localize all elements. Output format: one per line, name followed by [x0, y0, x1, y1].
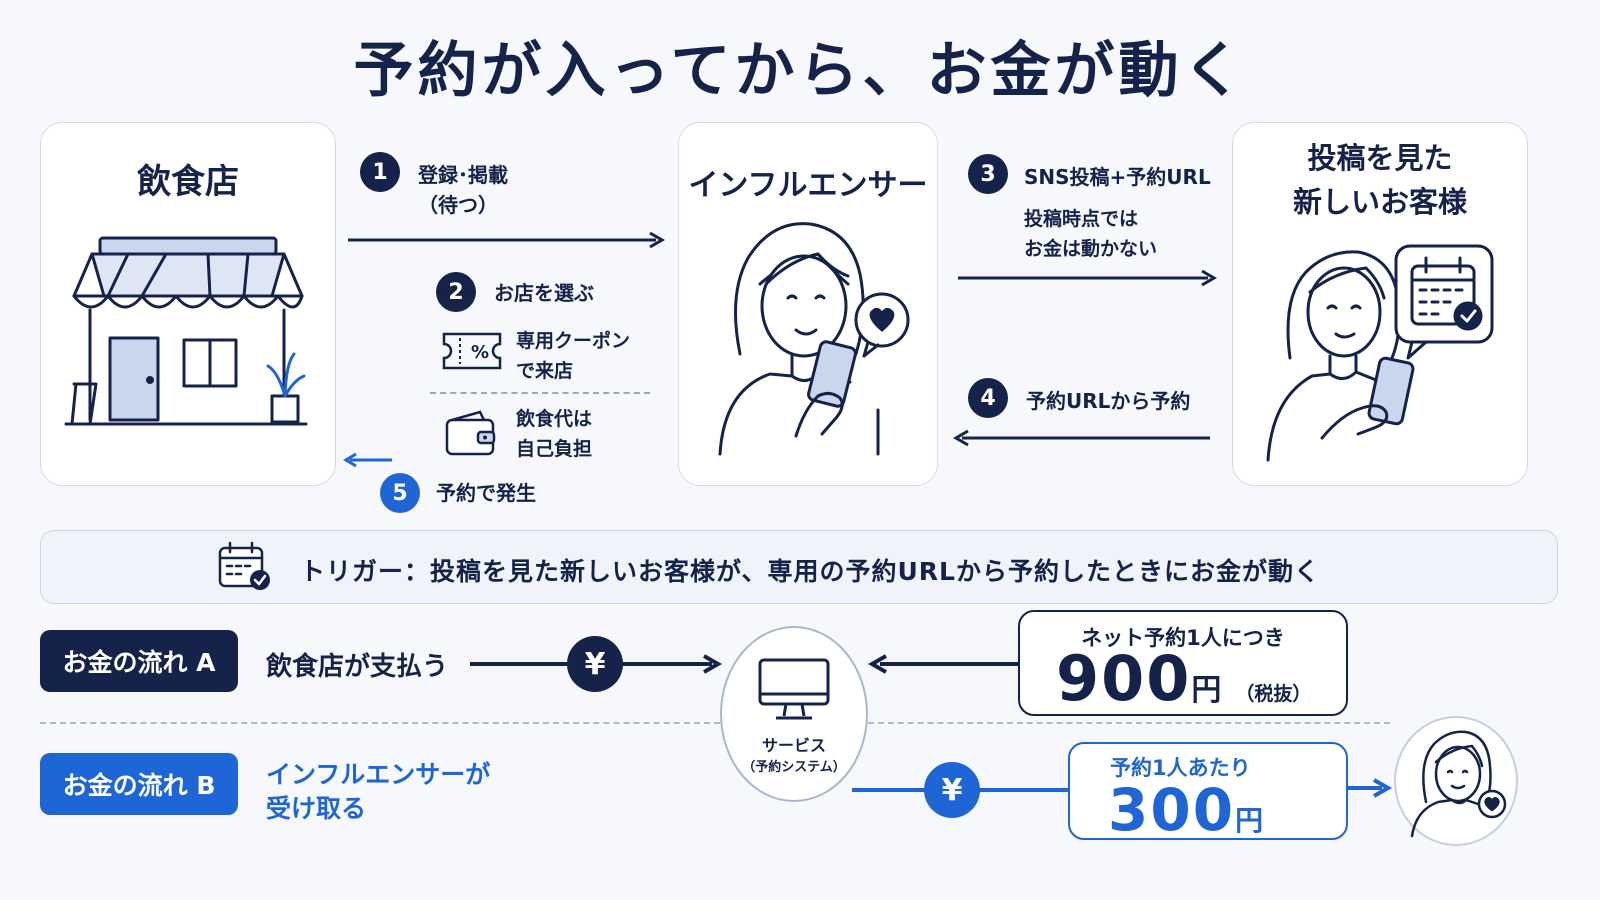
flow-a-badge: お金の流れ A — [40, 630, 238, 692]
step-2-coupon-text: 専用クーポンで来店 — [516, 330, 631, 382]
service-node — [720, 626, 868, 802]
flows-divider-right — [868, 722, 1390, 724]
customer-person-icon — [1266, 244, 1494, 462]
step-3-label: SNS投稿+予約URL — [1024, 165, 1211, 189]
arrow-to-influencer-back — [953, 429, 1210, 447]
coupon-icon: % — [442, 332, 502, 370]
step-2-divider — [430, 392, 650, 394]
step-3-note: 投稿時点ではお金は動かない — [1024, 208, 1158, 260]
influencer-title: インフルエンサー — [688, 168, 928, 203]
arrow-to-influencer — [348, 231, 665, 249]
flow-b-label: インフルエンサーが受け取る — [266, 760, 491, 823]
flow-b-price-caption: 予約1人あたり — [1110, 756, 1251, 780]
page-title: 予約が入ってから、お金が動く — [353, 36, 1247, 106]
restaurant-title: 飲食店 — [137, 162, 239, 202]
flow-a-label: 飲食店が支払う — [266, 652, 449, 682]
arrow-to-customer — [958, 269, 1217, 287]
influencer-avatar-icon — [1410, 730, 1507, 838]
calendar-check-icon — [218, 541, 270, 590]
step-5-badge: 5 — [380, 473, 420, 513]
step-1-label: 登録･掲載（待つ） — [418, 163, 508, 217]
flow-b-price-box — [1068, 742, 1348, 840]
flows-divider — [40, 722, 720, 724]
service-label: サービス （予約システム） — [742, 736, 846, 775]
trigger-bar — [40, 530, 1558, 604]
flow-b-yen-icon: ¥ — [924, 762, 980, 818]
flow-a-price-box — [1018, 610, 1348, 716]
step-4-badge: 4 — [968, 378, 1008, 418]
flow-a-arrow-from-price — [867, 654, 1020, 674]
wallet-icon — [445, 410, 496, 456]
flow-b-price: 300円 — [1108, 776, 1264, 844]
customer-title: 投稿を見た新しいお客様 — [1292, 141, 1467, 219]
flow-a-price-caption: ネット予約1人につき — [1081, 626, 1285, 650]
step-2-wallet-text: 飲食代は自己負担 — [516, 408, 593, 460]
computer-icon — [758, 658, 830, 720]
arrow-to-restaurant — [343, 452, 392, 468]
step-4-label: 予約URLから予約 — [1026, 389, 1191, 413]
flow-a-price: 900円（税抜） — [1056, 642, 1312, 715]
step-3-badge: 3 — [968, 154, 1008, 194]
svg-text:%: % — [471, 342, 489, 363]
flow-b-badge: お金の流れ B — [40, 753, 238, 815]
step-1-badge: 1 — [360, 152, 400, 192]
trigger-text: トリガー：投稿を見た新しいお客様が、専用の予約URLから予約したときにお金が動く — [300, 557, 1320, 586]
step-5-label: 予約で発生 — [436, 481, 536, 505]
storefront-icon — [64, 236, 308, 426]
flow-a-yen-icon: ¥ — [567, 636, 623, 692]
flow-b-arrow-to-influencer — [1348, 778, 1393, 798]
step-2-label: お店を選ぶ — [494, 281, 594, 305]
influencer-person-icon — [718, 222, 910, 456]
step-2-badge: 2 — [436, 272, 476, 312]
